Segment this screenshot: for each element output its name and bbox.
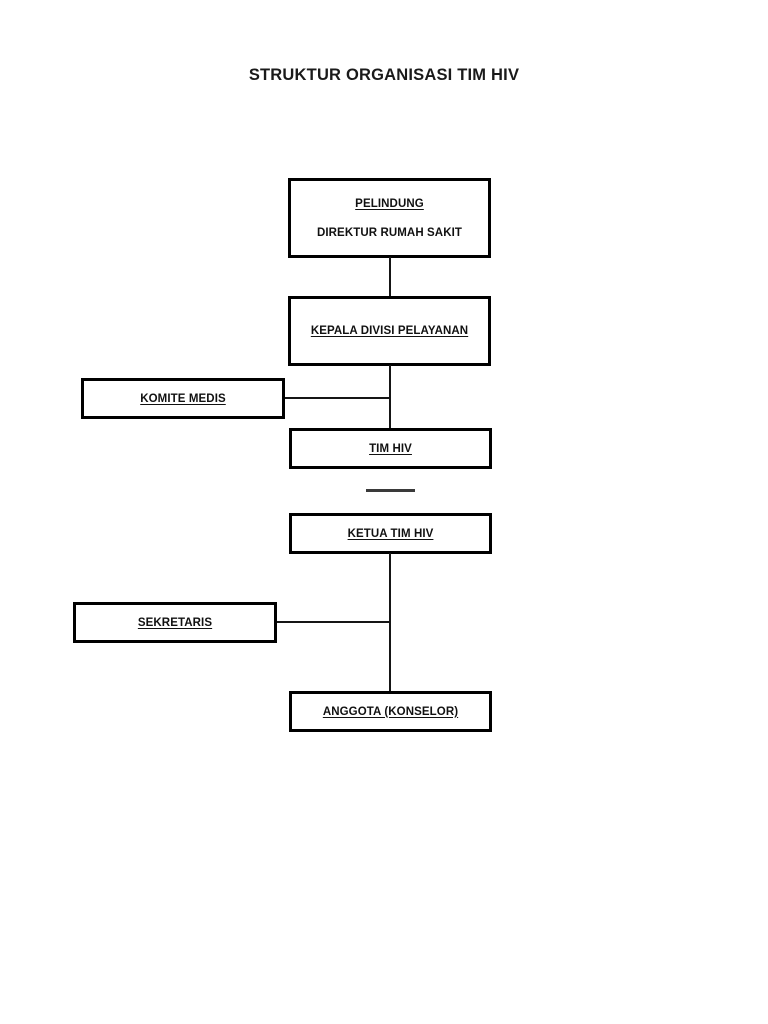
connector-pelindung-to-kepala-divisi (389, 257, 391, 297)
node-kepala-divisi-pelayanan-label: KEPALA DIVISI PELAYANAN (310, 325, 469, 337)
node-ketua-tim-hiv: KETUA TIM HIV (289, 513, 492, 554)
node-kepala-divisi-pelayanan: KEPALA DIVISI PELAYANAN (288, 296, 491, 366)
node-anggota-konselor: ANGGOTA (KONSELOR) (289, 691, 492, 732)
connector-tim-hiv-to-ketua-tim-hiv (366, 489, 415, 492)
node-pelindung: PELINDUNG DIREKTUR RUMAH SAKIT (288, 178, 491, 258)
node-ketua-tim-hiv-label: KETUA TIM HIV (347, 527, 434, 540)
node-sekretaris-label: SEKRETARIS (137, 616, 213, 629)
node-komite-medis: KOMITE MEDIS (81, 378, 285, 419)
node-tim-hiv-label: TIM HIV (369, 442, 412, 455)
node-sekretaris: SEKRETARIS (73, 602, 277, 643)
connector-komite-medis-to-trunk (285, 397, 391, 399)
node-pelindung-subtitle: DIREKTUR RUMAH SAKIT (316, 226, 463, 239)
node-pelindung-title: PELINDUNG (355, 197, 424, 210)
node-tim-hiv: TIM HIV (289, 428, 492, 469)
node-anggota-konselor-label: ANGGOTA (KONSELOR) (322, 705, 459, 718)
connector-sekretaris-to-trunk (277, 621, 391, 623)
node-komite-medis-label: KOMITE MEDIS (140, 392, 226, 405)
page-title: STRUKTUR ORGANISASI TIM HIV (248, 66, 520, 84)
